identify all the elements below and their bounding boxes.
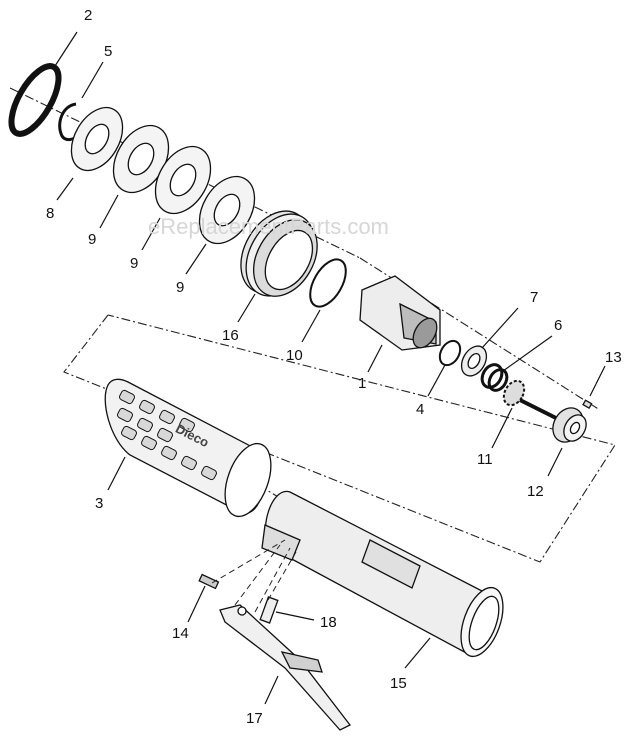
part-washer-small	[460, 345, 488, 377]
callout-5: 5	[104, 43, 112, 60]
callout-labels: 2 5 8 9 9 9 16 10 1 4 7 6 13 11 12 3 14 …	[46, 7, 622, 727]
callout-13: 13	[605, 349, 622, 366]
part-o-ring-large	[8, 63, 62, 137]
part-grip-sleeve: Dieco	[104, 378, 272, 518]
part-washers	[70, 106, 256, 245]
part-pin-small	[582, 399, 593, 409]
callout-1: 1	[358, 375, 366, 392]
callout-10: 10	[286, 347, 303, 364]
callout-16: 16	[222, 327, 239, 344]
callout-9b: 9	[130, 255, 138, 272]
callout-8: 8	[46, 205, 54, 222]
callout-4: 4	[416, 401, 424, 418]
callout-18: 18	[320, 614, 337, 631]
callout-12: 12	[527, 483, 544, 500]
part-lever	[219, 604, 351, 731]
callout-14: 14	[172, 625, 189, 642]
part-set-screw	[198, 573, 220, 590]
part-o-ring-small	[309, 258, 347, 308]
callout-15: 15	[390, 675, 407, 692]
callout-6: 6	[554, 317, 562, 334]
callout-3: 3	[95, 495, 103, 512]
part-motor-housing	[261, 490, 504, 658]
part-housing-ring	[240, 210, 318, 297]
lever-assembly-lines	[211, 539, 297, 613]
part-shaft	[502, 379, 561, 422]
callout-2: 2	[84, 7, 92, 24]
leader-lines	[54, 31, 606, 705]
callout-11: 11	[477, 451, 493, 468]
callout-17: 17	[246, 710, 263, 727]
callout-9c: 9	[176, 279, 184, 296]
watermark-text: eReplacementParts.com	[148, 214, 389, 239]
part-spindle	[359, 275, 441, 351]
part-small-ring	[438, 339, 462, 367]
callout-7: 7	[530, 289, 538, 306]
callout-9a: 9	[88, 231, 96, 248]
part-pin	[259, 596, 279, 624]
part-bearing	[552, 407, 587, 443]
